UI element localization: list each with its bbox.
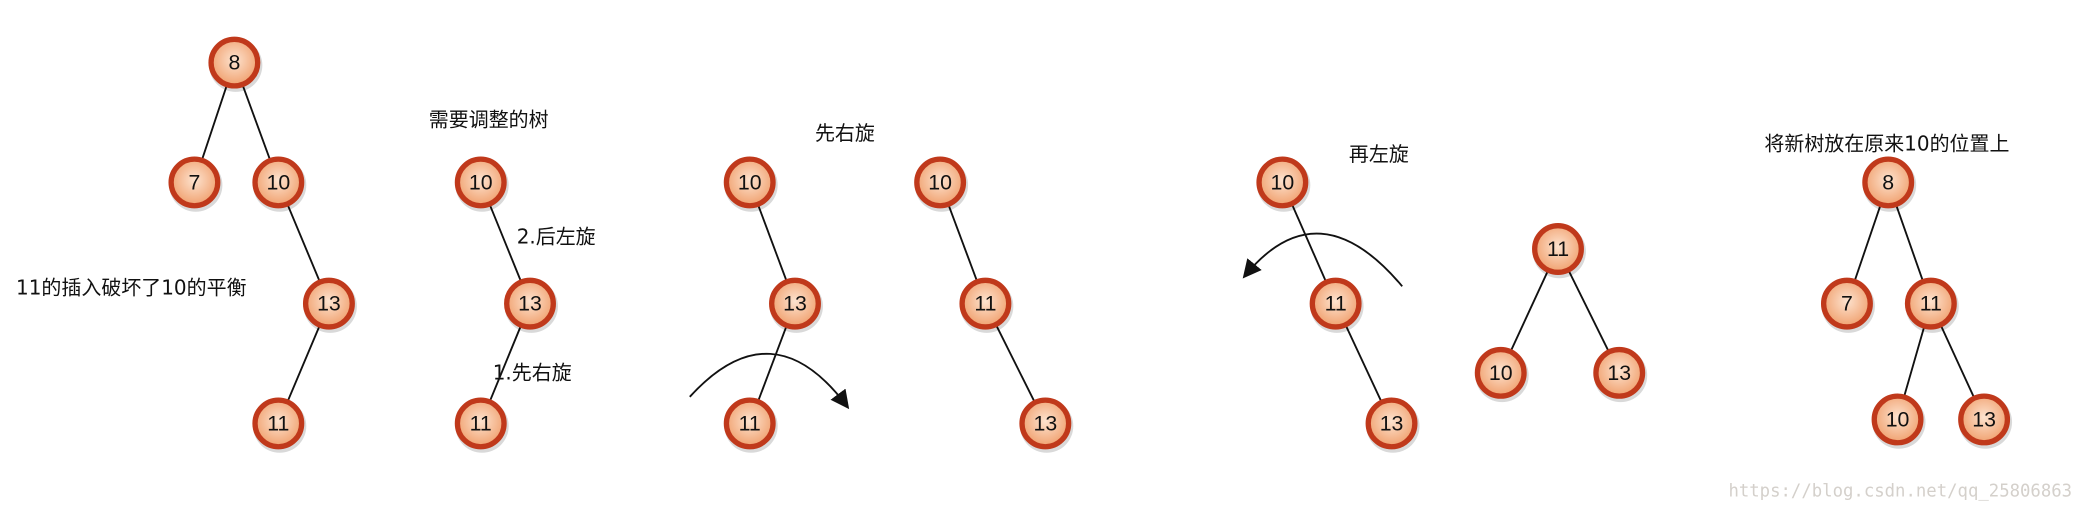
tree-node-13: 13 xyxy=(1019,397,1074,453)
node-value: 10 xyxy=(1489,361,1513,385)
tree-node-7: 7 xyxy=(1820,277,1875,333)
tree-node-10: 10 xyxy=(723,156,778,212)
tree-node-10: 10 xyxy=(252,156,307,212)
tree-final: 8 7 11 10 13 xyxy=(1820,156,2013,449)
tree-node-13: 13 xyxy=(769,277,823,333)
tree-node-11: 11 xyxy=(252,397,307,453)
tree-node-11: 11 xyxy=(723,397,778,453)
caption-place-back: 将新树放在原来10的位置上 xyxy=(1764,131,2009,155)
tree-node-13: 13 xyxy=(302,277,357,333)
tree-node-8: 8 xyxy=(1862,156,1917,212)
left-rotation-arrow-icon xyxy=(1242,232,1403,287)
node-value: 13 xyxy=(317,292,341,316)
tree-subtree-to-adjust: 10 13 11 xyxy=(454,156,558,453)
node-value: 11 xyxy=(267,411,289,435)
tree-node-7: 7 xyxy=(168,156,223,212)
caption-balance-broken: 11的插入破坏了10的平衡 xyxy=(16,275,247,299)
node-value: 10 xyxy=(928,170,952,194)
node-value: 8 xyxy=(1882,170,1894,194)
tree-node-10: 10 xyxy=(454,156,509,212)
tree-original: 8 7 10 13 11 xyxy=(168,36,357,453)
tree-node-13: 13 xyxy=(1365,397,1420,453)
caption-first-right-rotate: 先右旋 xyxy=(815,121,875,145)
tree-after-left-rotation: 11 10 13 xyxy=(1474,223,1648,403)
node-value: 8 xyxy=(228,51,240,75)
tree-node-13: 13 xyxy=(1593,346,1648,403)
tree-node-11: 11 xyxy=(1904,277,1959,333)
caption-step1-right-rotate: 1.先右旋 xyxy=(493,361,572,385)
tree-node-13: 13 xyxy=(1958,393,2013,449)
caption-step2-left-rotate: 2.后左旋 xyxy=(517,225,596,249)
caption-then-left-rotate: 再左旋 xyxy=(1349,142,1409,166)
tree-node-10: 10 xyxy=(1871,393,1926,449)
tree-after-right-rotation: 10 11 13 xyxy=(914,156,1074,453)
node-value: 11 xyxy=(1920,292,1942,316)
tree-node-13: 13 xyxy=(504,277,558,333)
caption-tree-to-adjust: 需要调整的树 xyxy=(429,108,549,132)
node-value: 11 xyxy=(470,411,492,435)
tree-node-10: 10 xyxy=(1256,156,1311,212)
tree-before-left-rotation: 10 11 13 xyxy=(1256,156,1420,453)
right-rotation-arrow-icon xyxy=(689,352,850,410)
node-value: 10 xyxy=(1886,407,1910,431)
tree-node-11: 11 xyxy=(959,277,1014,333)
node-value: 11 xyxy=(974,292,996,316)
node-value: 13 xyxy=(783,292,807,316)
node-value: 10 xyxy=(266,170,290,194)
node-value: 11 xyxy=(1547,237,1569,261)
tree-node-8: 8 xyxy=(208,36,263,92)
node-value: 13 xyxy=(1607,361,1631,385)
watermark: https://blog.csdn.net/qq_25806863 xyxy=(1728,482,2072,502)
node-value: 7 xyxy=(1841,292,1853,316)
node-value: 10 xyxy=(469,170,493,194)
node-value: 11 xyxy=(1325,292,1347,316)
tree-node-11: 11 xyxy=(454,397,509,453)
node-value: 10 xyxy=(1271,170,1295,194)
tree-node-10: 10 xyxy=(914,156,969,212)
tree-node-11: 11 xyxy=(1309,277,1364,333)
node-value: 7 xyxy=(189,170,201,194)
node-value: 10 xyxy=(738,170,762,194)
node-value: 13 xyxy=(518,292,542,316)
tree-before-right-rotation: 10 13 11 xyxy=(723,156,823,453)
node-value: 11 xyxy=(739,411,761,435)
tree-node-10: 10 xyxy=(1474,346,1529,403)
node-value: 13 xyxy=(1380,411,1404,435)
tree-node-11: 11 xyxy=(1532,223,1586,279)
node-value: 13 xyxy=(1972,407,1996,431)
node-value: 13 xyxy=(1033,411,1057,435)
